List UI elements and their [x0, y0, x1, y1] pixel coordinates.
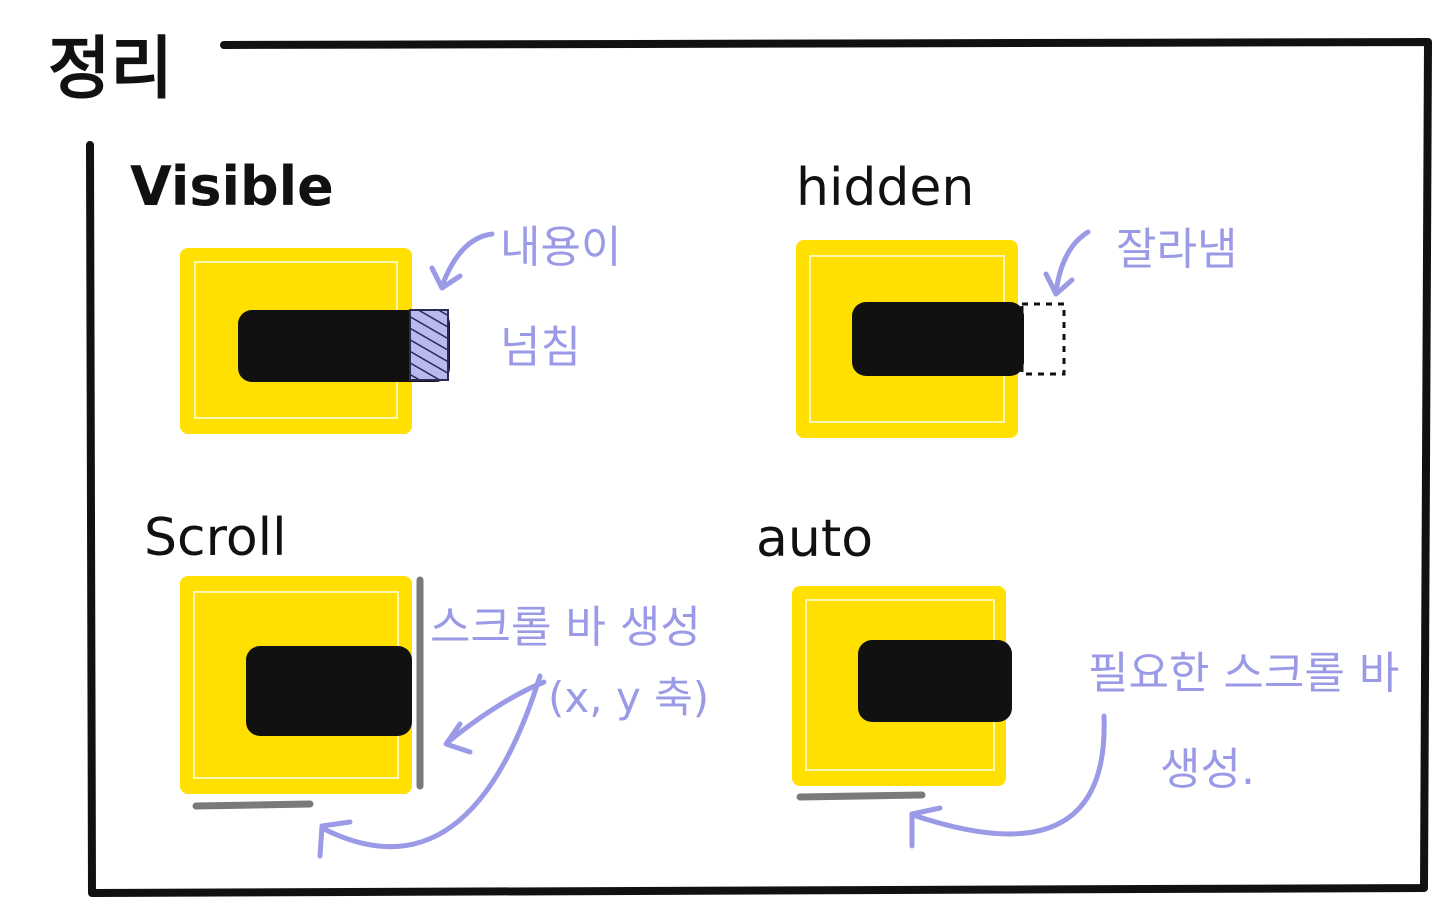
auto-content-bar: [858, 640, 1012, 722]
visible-note-line2: 넘침: [500, 322, 581, 373]
panel-auto: auto 필요한 스크롤 바 생성.: [756, 509, 1399, 849]
scroll-horizontal-scrollbar: [192, 800, 314, 810]
scroll-arrow-vertical-head: [443, 721, 473, 755]
scroll-note-line1: 스크롤 바 생성: [430, 602, 701, 653]
hidden-clipped-part: [1020, 302, 1066, 376]
scroll-note-line2: (x, y 축): [548, 673, 709, 722]
hidden-content-bar: [852, 302, 1024, 376]
auto-note-line2: 생성.: [1160, 744, 1255, 795]
visible-arrow-head: [429, 265, 463, 291]
hidden-note-line1: 잘라냄: [1116, 224, 1237, 275]
panel-hidden-label: hidden: [796, 158, 974, 218]
scroll-arrow-horizontal-head: [317, 819, 353, 859]
panel-visible-label: Visible: [130, 155, 334, 218]
hidden-arrow: [1053, 229, 1091, 295]
outer-frame: [86, 38, 1432, 897]
hidden-arrow-head: [1043, 271, 1075, 297]
scroll-arrow-to-horizontal: [323, 673, 543, 849]
auto-arrow-head: [909, 805, 943, 849]
panel-scroll: Scroll 스크롤 바 생성 (x, y 축): [144, 508, 709, 859]
scroll-content-bar: [246, 646, 412, 736]
panel-scroll-label: Scroll: [144, 508, 287, 568]
panel-auto-label: auto: [756, 509, 873, 569]
auto-horizontal-scrollbar: [796, 791, 926, 801]
auto-note-line1: 필요한 스크롤 바: [1088, 648, 1399, 699]
visible-content-bar: [238, 310, 450, 382]
visible-arrow: [439, 231, 495, 289]
visible-overflow-part: [409, 309, 449, 381]
page-title: 정리: [48, 30, 173, 109]
visible-note-line1: 내용이: [500, 222, 621, 273]
panel-visible: Visible 내용이 넘침: [130, 155, 621, 434]
auto-arrow: [913, 713, 1107, 837]
panel-hidden: hidden 잘라냄: [796, 158, 1237, 438]
